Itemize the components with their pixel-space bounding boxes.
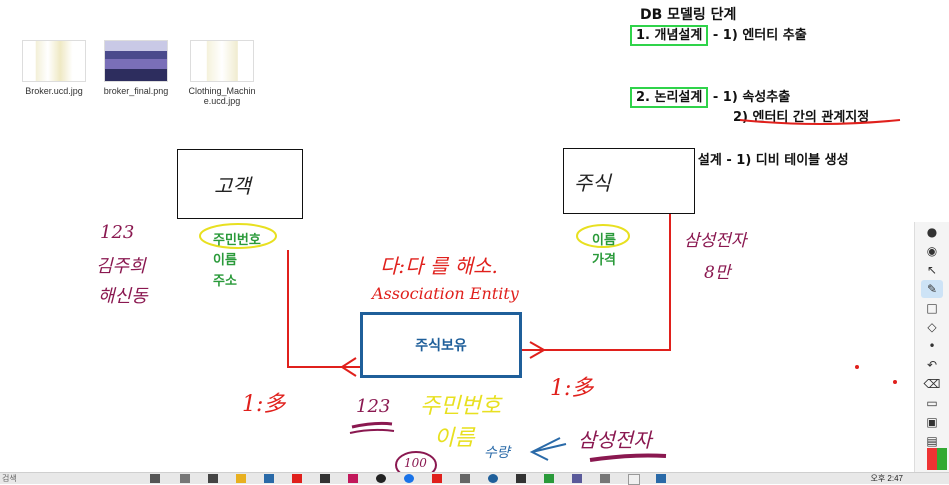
underline-stroke [739,119,901,125]
file-label: Clothing_Machin e.ucd.jpg [188,86,256,106]
taskbar: 검색 오후 2:47 [0,472,949,485]
connector-right [516,200,671,351]
image-thumbnail [104,40,168,82]
step-1: 1. 개념설계 - 1) 엔터티 추출 [630,24,807,46]
entity-stock-label: 주식 [574,171,611,195]
app-icon[interactable] [292,474,302,483]
app-icon[interactable] [544,474,554,483]
step-2-text: - 1) 속성추출 [712,90,791,105]
note-association: Association Entity [372,284,519,303]
arrow-left [340,357,357,377]
step-1-text: - 1) 엔터티 추출 [712,28,807,43]
underline-123-b [349,428,395,434]
entity-stock: 주식 [563,148,695,214]
note-rel-key: 123 [356,396,391,417]
relationship-entity: 주식보유 [360,312,522,378]
note-card-left: 1:多 [242,392,286,417]
pen-icon[interactable]: ✎ [921,280,943,298]
note-card-right: 1:多 [550,376,594,401]
note-qty: 수량 [484,445,510,461]
app-icon[interactable] [628,474,640,485]
app-icon[interactable] [656,474,666,483]
note-many-to-many: 다:다 를 해소. [380,254,498,278]
eraser-icon[interactable]: ◇ [927,320,937,334]
notes-heading: DB 모델링 단계 [640,7,737,23]
undo-icon[interactable]: ↶ [926,358,938,372]
note-rel-jumin: 주민번호 [420,394,501,419]
attr-name: 이름 [213,253,237,268]
entity-customer: 고객 [177,149,303,219]
folder-icon[interactable] [236,474,246,483]
desktop-file-broker-ucd[interactable]: Broker.ucd.jpg [14,40,94,96]
app-icon[interactable] [516,474,526,483]
dot-icon[interactable]: • [928,339,936,353]
connector-left [287,250,360,368]
underline-123 [351,421,393,429]
note-samsung: 삼성전자 [684,231,747,251]
red-dot-2 [855,365,859,369]
note-kimjuhee: 김주희 [96,256,146,277]
app-icon[interactable] [348,474,358,483]
comment-icon[interactable]: ▭ [926,396,938,410]
image-thumbnail [22,40,86,82]
clock[interactable]: 오후 2:47 [870,474,903,483]
circle-name [576,224,630,248]
note-haesindong: 해신동 [98,286,148,307]
app-icon[interactable] [320,474,330,483]
taskview-icon[interactable] [150,474,160,483]
note-123: 123 [100,222,135,243]
whiteboard-icon[interactable]: ▤ [926,434,938,448]
step-1-highlight: 1. 개념설계 [630,25,709,46]
image-thumbnail [190,40,254,82]
arrow-qty [529,437,567,461]
taskbar-search[interactable]: 검색 [2,474,17,483]
underline-samsung [589,453,667,462]
attr-price: 가격 [592,253,616,268]
eye-icon[interactable]: ◉ [926,244,938,258]
mail-icon[interactable] [264,474,274,483]
app-icon[interactable] [376,474,386,483]
step-2: 2. 논리설계 - 1) 속성추출 [630,86,791,108]
attr-jumin: 주민번호 [213,233,261,248]
attr-stock-name: 이름 [592,233,616,248]
app-icon[interactable] [488,474,498,483]
desktop-file-clothing-machine[interactable]: Clothing_Machin e.ucd.jpg [180,40,264,106]
note-80k: 8만 [704,263,731,283]
arrow-right [529,341,547,359]
cursor-icon[interactable]: ↖ [926,263,938,277]
desktop-file-broker-final[interactable]: broker_final.png [96,40,176,96]
annotation-toolbar: ● ◉ ↖ ✎ □ ◇ • ↶ ⌫ ▭ ▣ ▤ [914,222,949,483]
app-icon[interactable] [600,474,610,483]
attr-address: 주소 [213,274,237,289]
step-2-highlight: 2. 논리설계 [630,87,709,108]
screenshot-icon[interactable]: ▣ [926,415,938,429]
circle-jumin [199,223,277,249]
trash-icon[interactable]: ⌫ [923,377,941,391]
browser-icon[interactable] [404,474,414,483]
app-logo-icon[interactable]: ● [926,225,938,239]
app-icon[interactable] [460,474,470,483]
note-samsung-2: 삼성전자 [578,428,652,452]
rectangle-icon[interactable]: □ [926,301,938,315]
note-100: 100 [404,456,427,470]
color-palette[interactable] [927,448,947,470]
file-label: Broker.ucd.jpg [25,86,83,96]
app-icon[interactable] [208,474,218,483]
file-label: broker_final.png [103,86,169,96]
app-icon[interactable] [180,474,190,483]
app-icon[interactable] [572,474,582,483]
note-rel-name: 이름 [434,426,475,451]
red-dot [893,380,897,384]
entity-customer-label: 고객 [214,174,251,198]
app-icon[interactable] [432,474,442,483]
